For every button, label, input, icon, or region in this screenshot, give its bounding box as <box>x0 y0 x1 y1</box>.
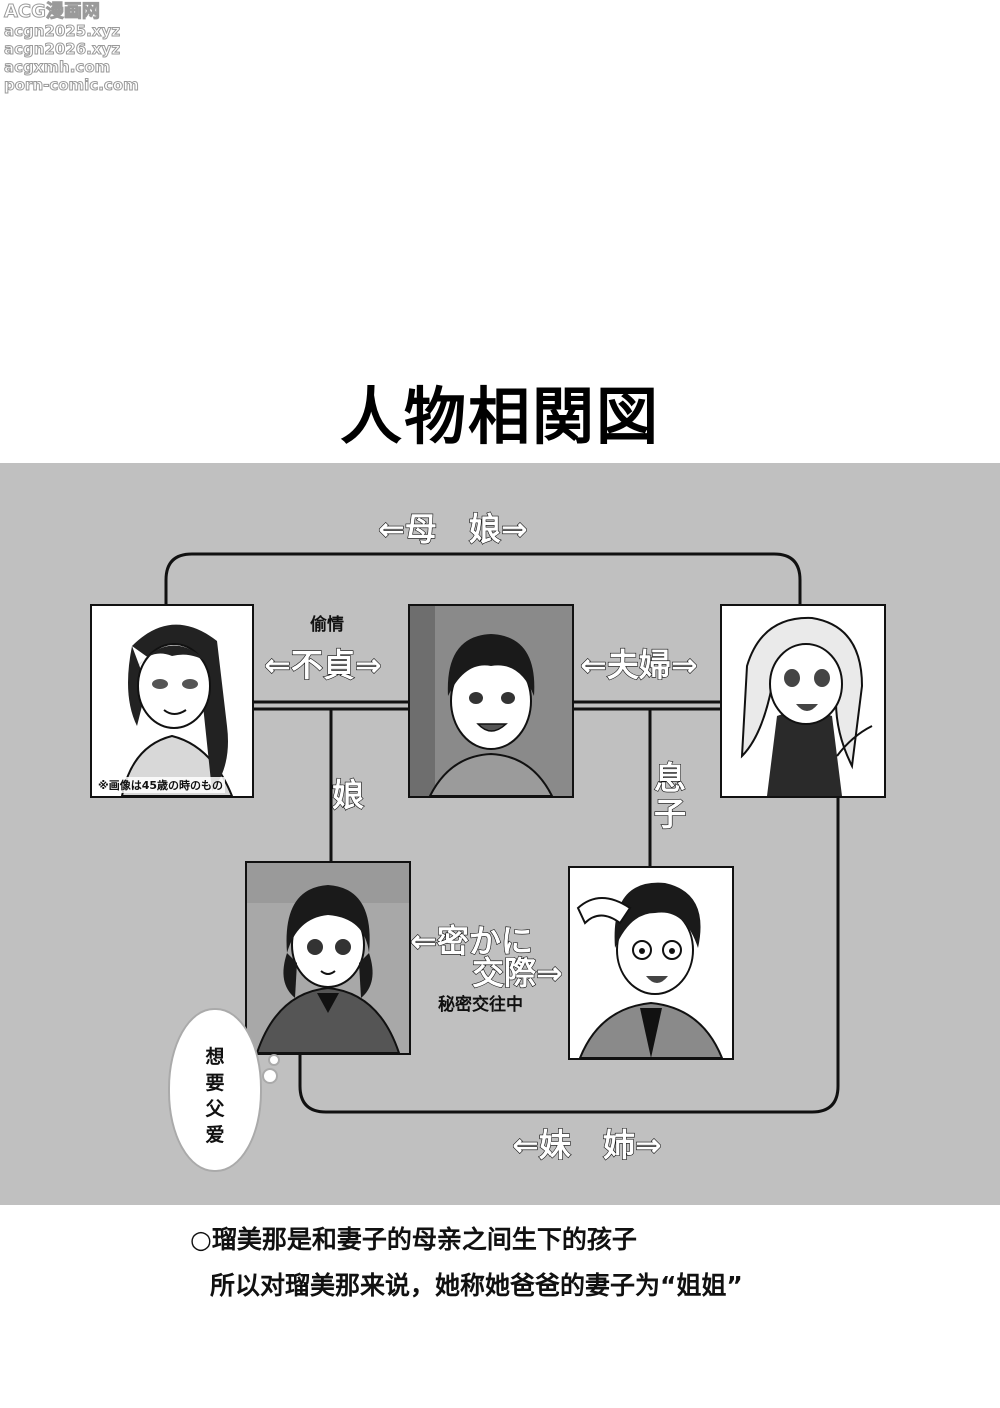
watermark: ACG漫画网 acgn2025.xyz acgn2026.xyz acgxmh.… <box>4 1 154 95</box>
character-illustration <box>570 868 732 1058</box>
bubble-char: 想 <box>205 1046 225 1068</box>
watermark-line: ACG漫画网 <box>4 1 101 22</box>
thought-bubble-text: 想 要 父 爱 <box>170 1044 260 1148</box>
watermark-line: porn-comic.com <box>4 76 140 95</box>
bubble-dot <box>268 1054 280 1066</box>
label-daughter: 娘 <box>331 775 365 814</box>
label-affair-cn: 偷情 <box>310 615 344 635</box>
thought-bubble: 想 要 父 爱 <box>168 1008 262 1172</box>
note-line-1: ○瑠美那是和妻子的母亲之间生下的孩子 <box>190 1225 637 1254</box>
label-secret-cn: 秘密交往中 <box>438 995 523 1015</box>
label-son: 息子 <box>653 759 687 833</box>
portrait-husband <box>408 604 574 798</box>
label-secret-1: ⇐密かに <box>409 921 533 960</box>
label-affair: ⇐不貞⇒ <box>263 645 382 684</box>
watermark-line: acgn2025.xyz <box>4 22 121 41</box>
bubble-char: 父 <box>205 1098 225 1120</box>
watermark-line: acgxmh.com <box>4 58 111 77</box>
note-line-2: 所以对瑠美那来说，她称她爸爸的妻子为“姐姐” <box>210 1271 743 1300</box>
page-title: 人物相関図 <box>339 380 660 453</box>
bubble-dot <box>262 1068 278 1084</box>
character-illustration <box>722 606 884 796</box>
portrait-son <box>568 866 734 1060</box>
portrait-daughter <box>245 861 411 1055</box>
portrait-mother-in-law: ※画像は45歳の時のもの <box>90 604 254 798</box>
label-mother-daughter: ⇐母 娘⇒ <box>377 509 528 548</box>
portrait-caption: ※画像は45歳の時のもの <box>96 777 226 793</box>
label-siblings: ⇐妹 姉⇒ <box>511 1125 662 1164</box>
character-illustration <box>92 606 252 796</box>
watermark-line: acgn2026.xyz <box>4 40 121 59</box>
label-couple: ⇐夫婦⇒ <box>579 645 698 684</box>
character-illustration <box>247 863 409 1053</box>
bubble-char: 爱 <box>205 1124 225 1146</box>
portrait-wife <box>720 604 886 798</box>
bubble-char: 要 <box>205 1072 225 1094</box>
character-illustration <box>410 606 572 796</box>
label-secret-2: 交際⇒ <box>471 953 563 992</box>
